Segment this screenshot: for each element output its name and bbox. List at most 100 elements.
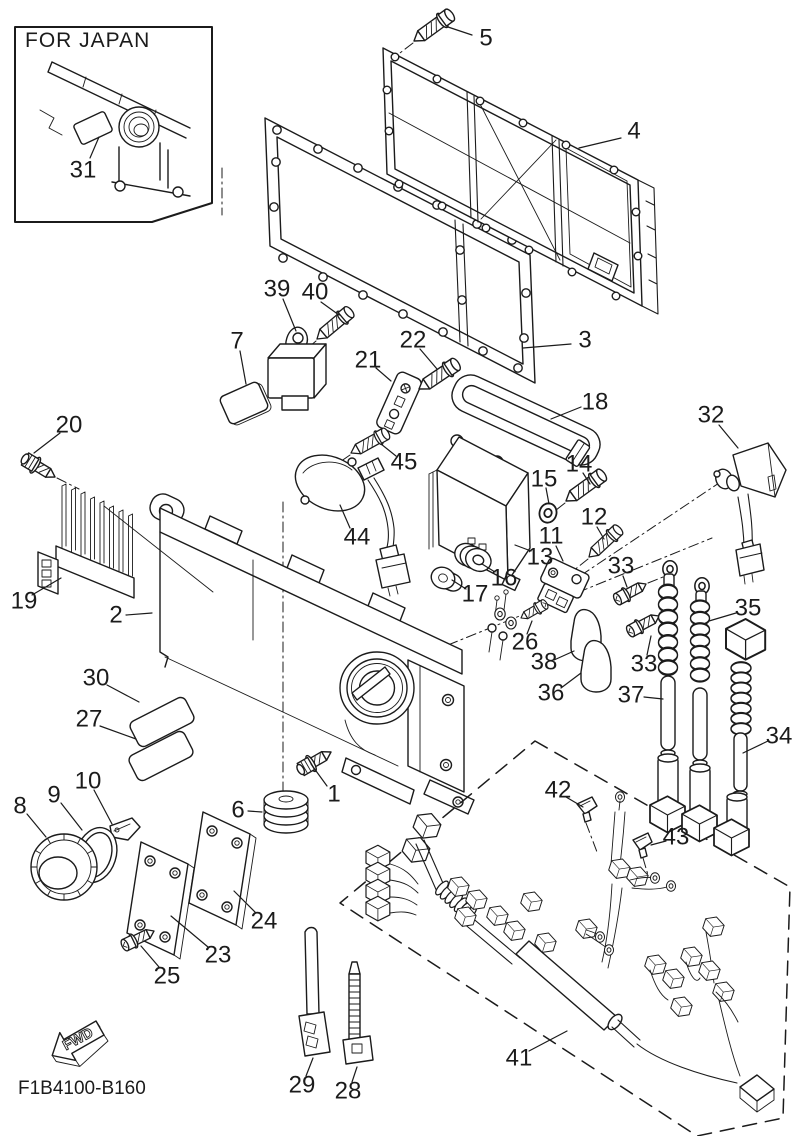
callout-leader-15 [545, 487, 550, 505]
callout-31: 31 [70, 157, 97, 184]
callout-21: 21 [355, 347, 382, 374]
callout-leader-7 [239, 350, 247, 385]
pins-and-washers-26 [487, 589, 517, 661]
label-plate-27 [128, 730, 194, 782]
band-29 [298, 926, 331, 1057]
screw-26 [517, 597, 551, 625]
callout-leader-31 [89, 136, 100, 159]
screw-33b [623, 608, 664, 640]
callout-leader-27 [99, 725, 137, 740]
bolt-1 [292, 743, 337, 780]
callout-34: 34 [766, 723, 793, 750]
callout-leader-29 [305, 1057, 314, 1077]
callout-44: 44 [344, 524, 371, 551]
cdi-unit-13 [428, 434, 531, 592]
callout-28: 28 [335, 1078, 362, 1105]
callout-leader-36 [560, 672, 582, 689]
callout-23: 23 [205, 942, 232, 969]
callout-30: 30 [83, 665, 110, 692]
callout-leader-30 [106, 684, 140, 703]
callout-33b: 33 [631, 651, 658, 678]
for-japan-inset: FOR JAPAN [14, 26, 223, 223]
callout-32: 32 [698, 402, 725, 429]
callout-38: 38 [531, 649, 558, 676]
callout-36: 36 [538, 680, 565, 707]
callout-leader-40 [320, 301, 340, 316]
callout-12: 12 [581, 504, 608, 531]
callout-leader-19 [31, 577, 62, 596]
callout-27: 27 [76, 706, 103, 733]
callout-22: 22 [400, 327, 427, 354]
plug-lead-37a [649, 559, 686, 834]
callout-33a: 33 [608, 553, 635, 580]
callout-leader-12 [596, 526, 605, 540]
callout-leader-24 [233, 890, 257, 914]
callout-leader-38 [553, 650, 575, 661]
callout-7: 7 [230, 328, 243, 355]
callout-leader-34 [742, 740, 769, 754]
ignition-coil-32 [713, 442, 787, 585]
callout-leader-33b [646, 635, 652, 656]
callout-10: 10 [75, 768, 102, 795]
callout-42: 42 [545, 777, 572, 804]
screw-40 [311, 303, 358, 346]
callout-17: 17 [462, 581, 489, 608]
inset-bracket-figure [39, 61, 191, 198]
callout-leader-28 [351, 1066, 358, 1083]
callout-39: 39 [264, 276, 291, 303]
callout-20: 20 [56, 412, 83, 439]
callout-leader-42 [565, 796, 584, 808]
callout-41: 41 [506, 1045, 533, 1072]
callout-leader-25 [140, 945, 160, 968]
label-plate-7 [219, 381, 272, 426]
callout-4: 4 [627, 118, 640, 145]
callout-13: 13 [527, 544, 554, 571]
callout-40: 40 [302, 279, 329, 306]
callout-leader-16 [481, 563, 496, 573]
callout-1: 1 [327, 781, 340, 808]
callout-leader-20 [33, 432, 61, 454]
bolt-20 [17, 449, 61, 486]
callout-leader-9 [60, 802, 83, 831]
callout-leader-18 [550, 406, 582, 420]
callout-leader-39 [282, 298, 297, 332]
clip-10 [109, 817, 141, 841]
grommet-15 [536, 500, 560, 526]
main-bracket [149, 493, 475, 815]
plug-lead-37b [681, 576, 718, 843]
bushing-17 [430, 566, 463, 592]
callout-19: 19 [11, 588, 38, 615]
callout-15: 15 [531, 466, 558, 493]
callout-leader-11 [555, 545, 564, 562]
sensor-44 [294, 454, 411, 597]
callout-leader-26 [526, 620, 533, 635]
callout-leader-35 [708, 612, 737, 622]
knob-8 [30, 833, 98, 901]
rectifier-regulator [37, 483, 135, 599]
callout-25: 25 [154, 963, 181, 990]
callout-6: 6 [231, 797, 244, 824]
callout-leader-3 [522, 343, 572, 349]
label-plate-30 [129, 696, 195, 748]
clip-43 [632, 832, 653, 876]
plug-wire-34-with-cap-35 [713, 618, 767, 857]
bracket-11 [537, 557, 590, 614]
rubber-cap-36 [580, 639, 612, 693]
callout-leader-37 [643, 696, 664, 700]
electrical-cover-plate [382, 47, 659, 315]
wire-harness-41 [365, 791, 775, 1113]
clip-42 [576, 796, 598, 853]
callout-11: 11 [539, 523, 564, 550]
callout-leader-4 [578, 137, 622, 149]
callout-14: 14 [566, 451, 593, 478]
callout-leader-1 [310, 763, 328, 787]
callout-leader-43 [650, 840, 667, 846]
screw-45 [346, 424, 393, 461]
callout-2: 2 [109, 602, 122, 629]
callout-45: 45 [391, 449, 418, 476]
callout-leader-6 [247, 810, 263, 813]
callout-leader-14 [582, 472, 591, 485]
plate-23 [126, 841, 195, 960]
